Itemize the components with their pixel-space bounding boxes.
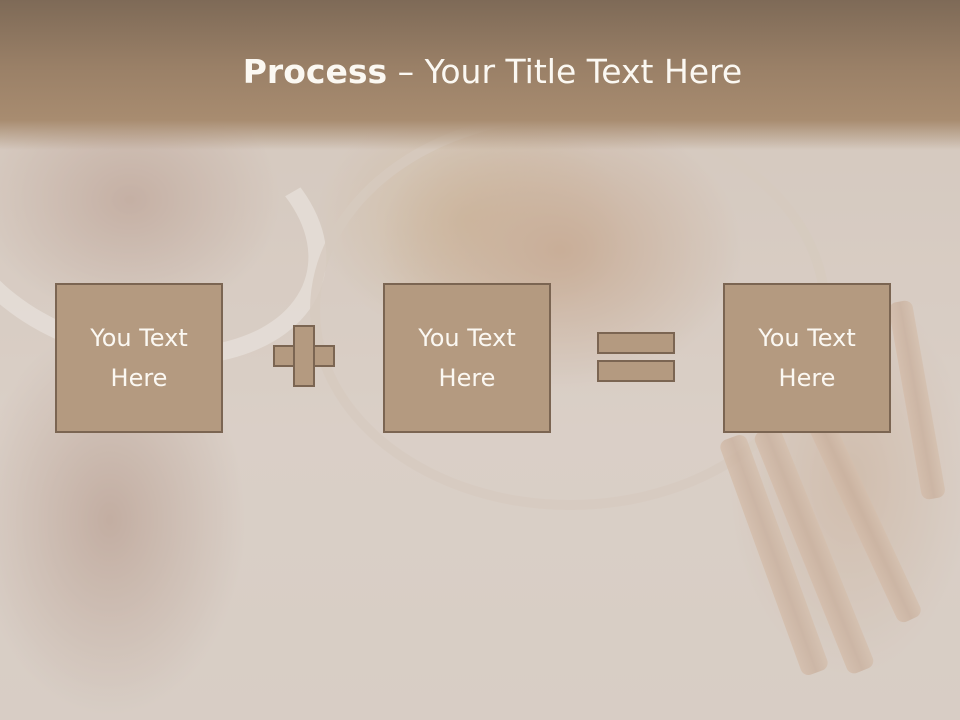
title-text: Your Title Text Here <box>424 52 743 91</box>
process-box-label: You Text Here <box>90 324 188 392</box>
title-bold: Process <box>242 52 388 91</box>
plus-icon-center <box>295 347 313 365</box>
title-separator: – <box>387 52 425 91</box>
process-box-1[interactable]: You Text Here <box>55 283 223 433</box>
title-band <box>0 0 960 150</box>
process-box-2[interactable]: You Text Here <box>383 283 551 433</box>
process-box-label: You Text Here <box>758 324 856 392</box>
process-box-3[interactable]: You Text Here <box>723 283 891 433</box>
equals-icon-top-bar <box>597 332 675 354</box>
equals-icon-bottom-bar <box>597 360 675 382</box>
slide-title[interactable]: Process – Your Title Text Here <box>0 52 960 91</box>
process-box-label: You Text Here <box>418 324 516 392</box>
